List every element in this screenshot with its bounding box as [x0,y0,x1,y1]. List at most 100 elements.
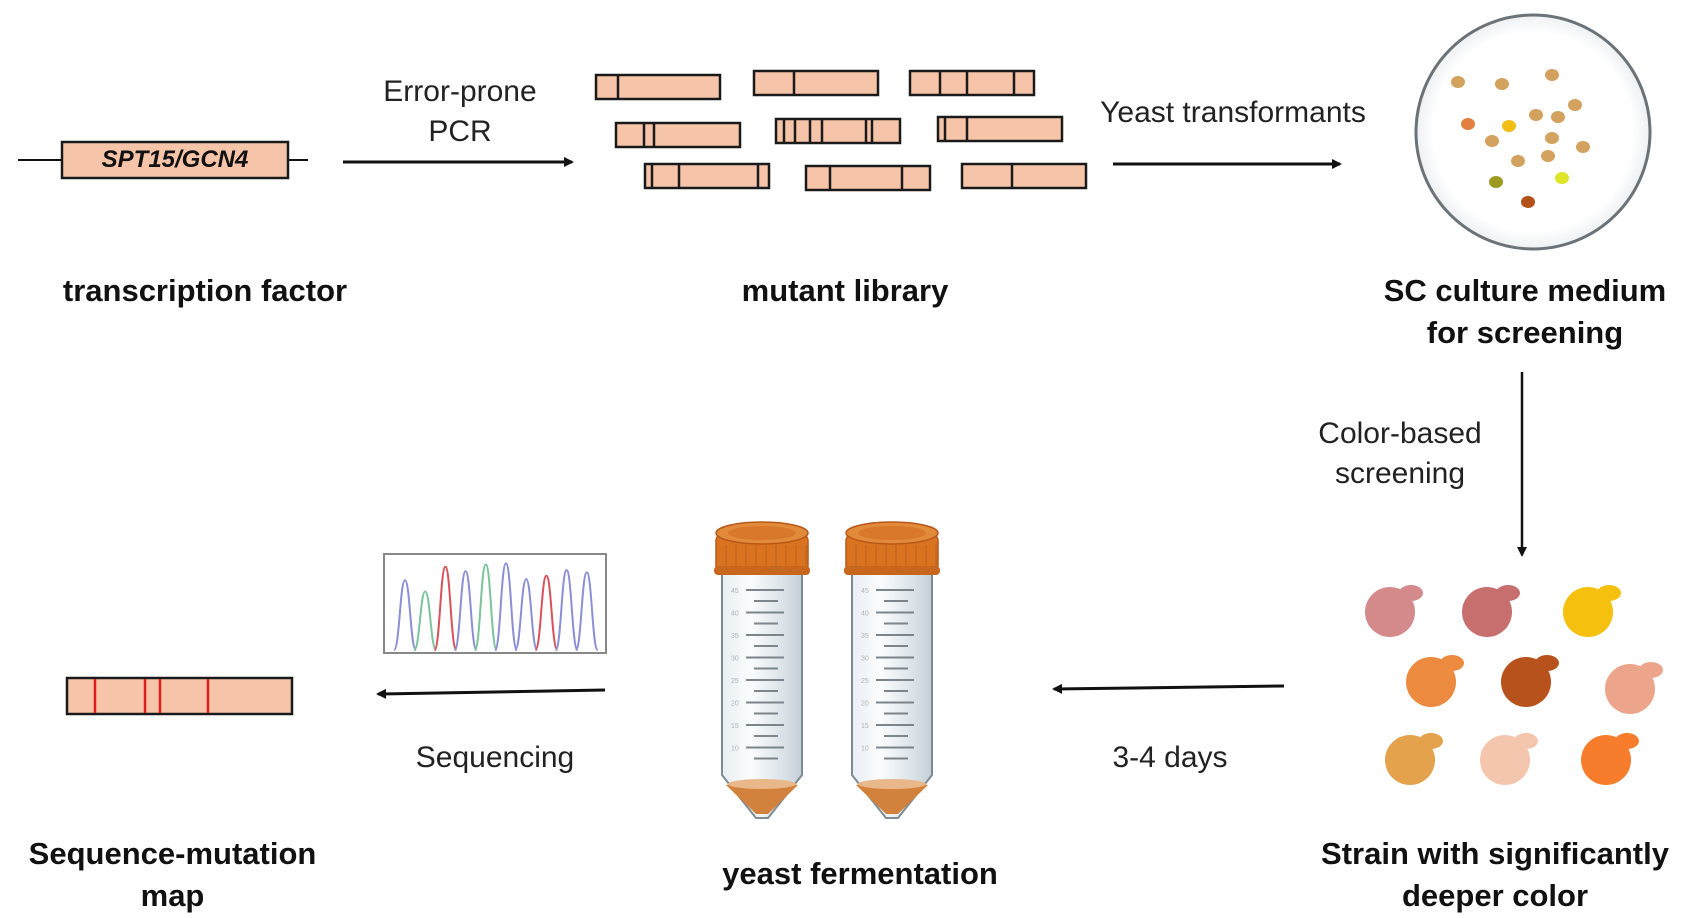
plate-colony [1529,109,1543,121]
caption-sc-medium: SC culture medium for screening [1360,270,1690,354]
tube-broth [856,781,928,814]
caption-transcription-factor: transcription factor [62,273,348,308]
chromatogram-peak [413,590,438,651]
plate-colonies [1451,69,1590,208]
library-fragment [960,162,1088,190]
gene-construct [18,140,308,180]
chromatogram [383,553,607,654]
colony-cell [1385,735,1435,785]
library-fragment [594,73,722,101]
yeast-colony [1365,585,1423,637]
library-fragment [752,69,880,97]
chromatogram-peak [574,571,599,651]
strain-colonies [1365,585,1663,785]
color-screening-line1: Color-based [1318,417,1482,450]
chromatogram-peaks [393,562,599,651]
graduation-label: 10 [861,746,869,753]
caption-sequence-map-line2: map [140,878,205,913]
chromatogram-peak [453,570,478,651]
caption-sc-medium-line2: for screening [1426,315,1624,350]
plate-colony [1541,150,1555,162]
mutation-marks [93,679,210,713]
library-fragment [614,121,742,149]
color-screening-line2: screening [1334,457,1466,490]
colony-cell [1365,587,1415,637]
fragment-bar [752,69,880,97]
fragment-bar [908,69,1036,97]
graduation-label: 15 [731,723,739,730]
yeast-colony [1501,655,1559,707]
gene-box [60,140,290,180]
cap-top-inner [728,526,796,540]
plate-colony [1521,196,1535,208]
petri-plate [1414,13,1652,251]
library-fragment [936,115,1064,143]
caption-strain-line2: deeper color [1401,878,1589,913]
chromatogram-peak [473,563,498,651]
graduation-label: 10 [731,746,739,753]
colony-cell [1501,657,1551,707]
plate-colony [1551,111,1565,123]
yeast-colony [1480,733,1538,785]
plate-colony [1576,141,1590,153]
library-fragment [774,117,902,145]
graduation-label: 45 [861,588,869,595]
graduation-label: 25 [861,678,869,685]
mapped-gene-bar [65,676,294,716]
colony-cell [1406,657,1456,707]
yeast-colony [1563,585,1621,637]
broth-surface [728,779,796,789]
library-fragment [908,69,1036,97]
graduation-label: 15 [861,723,869,730]
cap-rim [714,566,810,575]
fragment-bar [960,162,1088,190]
sequence-mutation-map [65,676,294,716]
graduation-label: 35 [861,633,869,640]
fragment-bar [643,162,771,190]
graduation-label: 30 [861,656,869,663]
plate-colony [1545,132,1559,144]
transformants-label: Yeast transformants [1100,96,1366,129]
fragment-bar [804,164,932,192]
fragment-bar [774,117,902,145]
chromatogram-peak [554,569,579,651]
caption-strain: Strain with significantly deeper color [1300,833,1690,917]
sequencing-label: Sequencing [415,741,575,774]
plate-colony [1461,118,1475,130]
graduation-label: 40 [731,611,739,618]
color-screening-label: Color-based screening [1290,414,1510,494]
fragment-bar [936,115,1064,143]
yeast-colony [1406,655,1464,707]
plate-colony [1485,135,1499,147]
caption-yeast-fermentation: yeast fermentation [722,856,998,891]
colony-cell [1563,587,1613,637]
pcr-label: Error-prone PCR [340,72,580,152]
incubation-label: 3-4 days [1112,741,1228,774]
caption-strain-line1: Strain with significantly [1321,836,1669,871]
mutant-library-fragments [594,69,1088,192]
plate-colony [1545,69,1559,81]
plate-colony [1489,176,1503,188]
chromatogram-peak [514,578,539,651]
pcr-label-line2: PCR [428,115,492,148]
gene-label: SPT15/GCN4 [101,146,249,173]
library-fragment [804,164,932,192]
fragment-bar [594,73,722,101]
colony-cell [1605,664,1655,714]
chromatogram-peak [534,574,559,651]
cap-rim [844,566,940,575]
chromatogram-peak [494,562,518,651]
colony-cell [1462,587,1512,637]
graduation-label: 30 [731,656,739,663]
colony-cell [1480,735,1530,785]
graduation-label: 20 [861,701,869,708]
cap-top-inner [858,526,926,540]
plate-colony [1502,120,1516,132]
graduation-label: 20 [731,701,739,708]
tube-broth [726,781,798,814]
plate-colony [1555,172,1569,184]
